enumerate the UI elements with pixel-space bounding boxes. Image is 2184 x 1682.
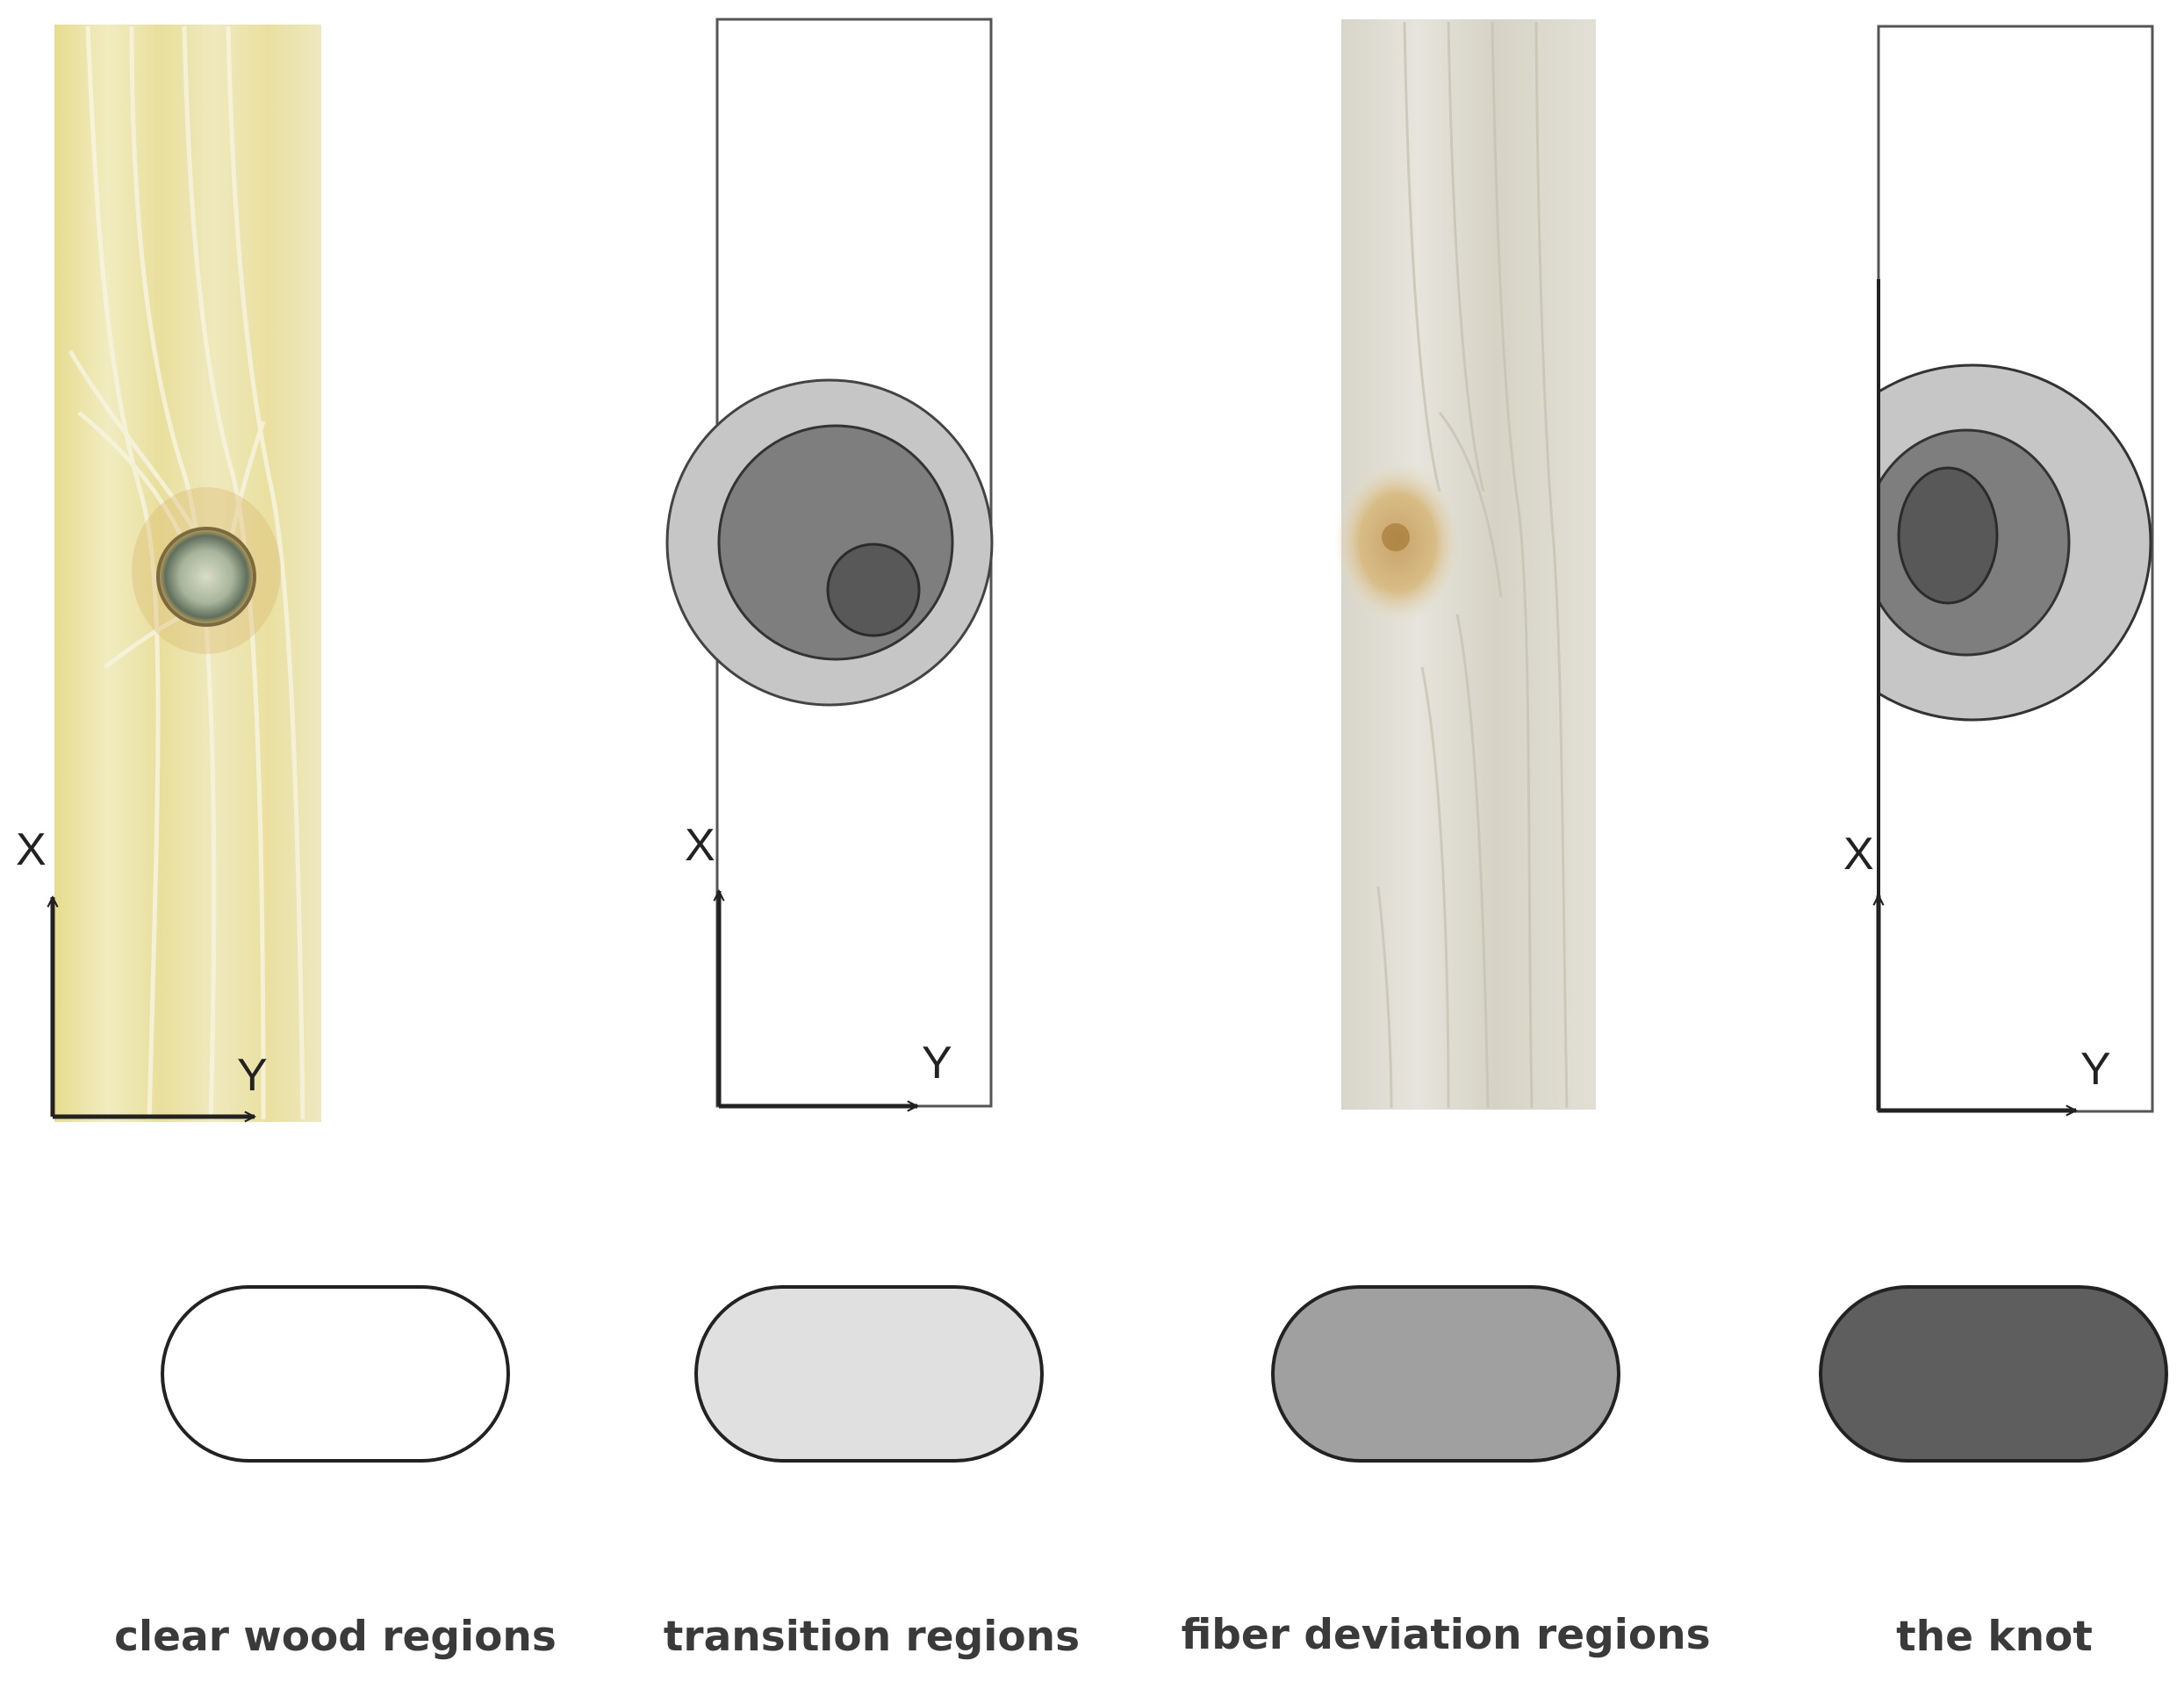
legend-label-fiber-deviation: fiber deviation regions	[1181, 1611, 1710, 1659]
legend-swatch-clear-wood	[161, 1285, 510, 1463]
legend-swatch-transition	[694, 1285, 1044, 1463]
wood-grain-lines	[1376, 21, 1569, 1109]
panel-4-model: X Y	[1843, 25, 2154, 1111]
axis-y-label: Y	[922, 1038, 952, 1089]
axis-x-label: X	[685, 820, 715, 871]
axis-y-label: Y	[2080, 1044, 2111, 1095]
knot-pith	[1382, 523, 1410, 551]
legend-item-transition: transition regions	[664, 1285, 1080, 1661]
legend-swatch-fiber-deviation	[1271, 1285, 1620, 1463]
legend-label-knot: the knot	[1896, 1613, 2093, 1661]
legend: clear wood regions transition regions fi…	[114, 1285, 2168, 1661]
legend-label-clear-wood: clear wood regions	[114, 1613, 557, 1661]
panel-2-model: X Y	[665, 18, 994, 1106]
panel-3-wood-photo	[1334, 19, 1596, 1110]
axis-x-label: X	[1843, 829, 1874, 880]
axis-y-label: Y	[237, 1050, 268, 1101]
panel-1-wood-photo: X Y	[16, 25, 321, 1122]
wood-grain-lines	[68, 25, 305, 1120]
legend-item-fiber-deviation: fiber deviation regions	[1181, 1285, 1711, 1659]
legend-item-knot: the knot	[1819, 1285, 2168, 1661]
knot-photo	[156, 527, 256, 627]
axis-x-label: X	[16, 824, 47, 875]
legend-swatch-knot	[1819, 1285, 2168, 1463]
knot-region	[826, 543, 921, 637]
legend-item-clear-wood: clear wood regions	[114, 1285, 557, 1661]
knot-region	[1897, 466, 1999, 605]
fiber-deviation-region	[717, 424, 954, 661]
legend-label-transition: transition regions	[664, 1613, 1080, 1661]
